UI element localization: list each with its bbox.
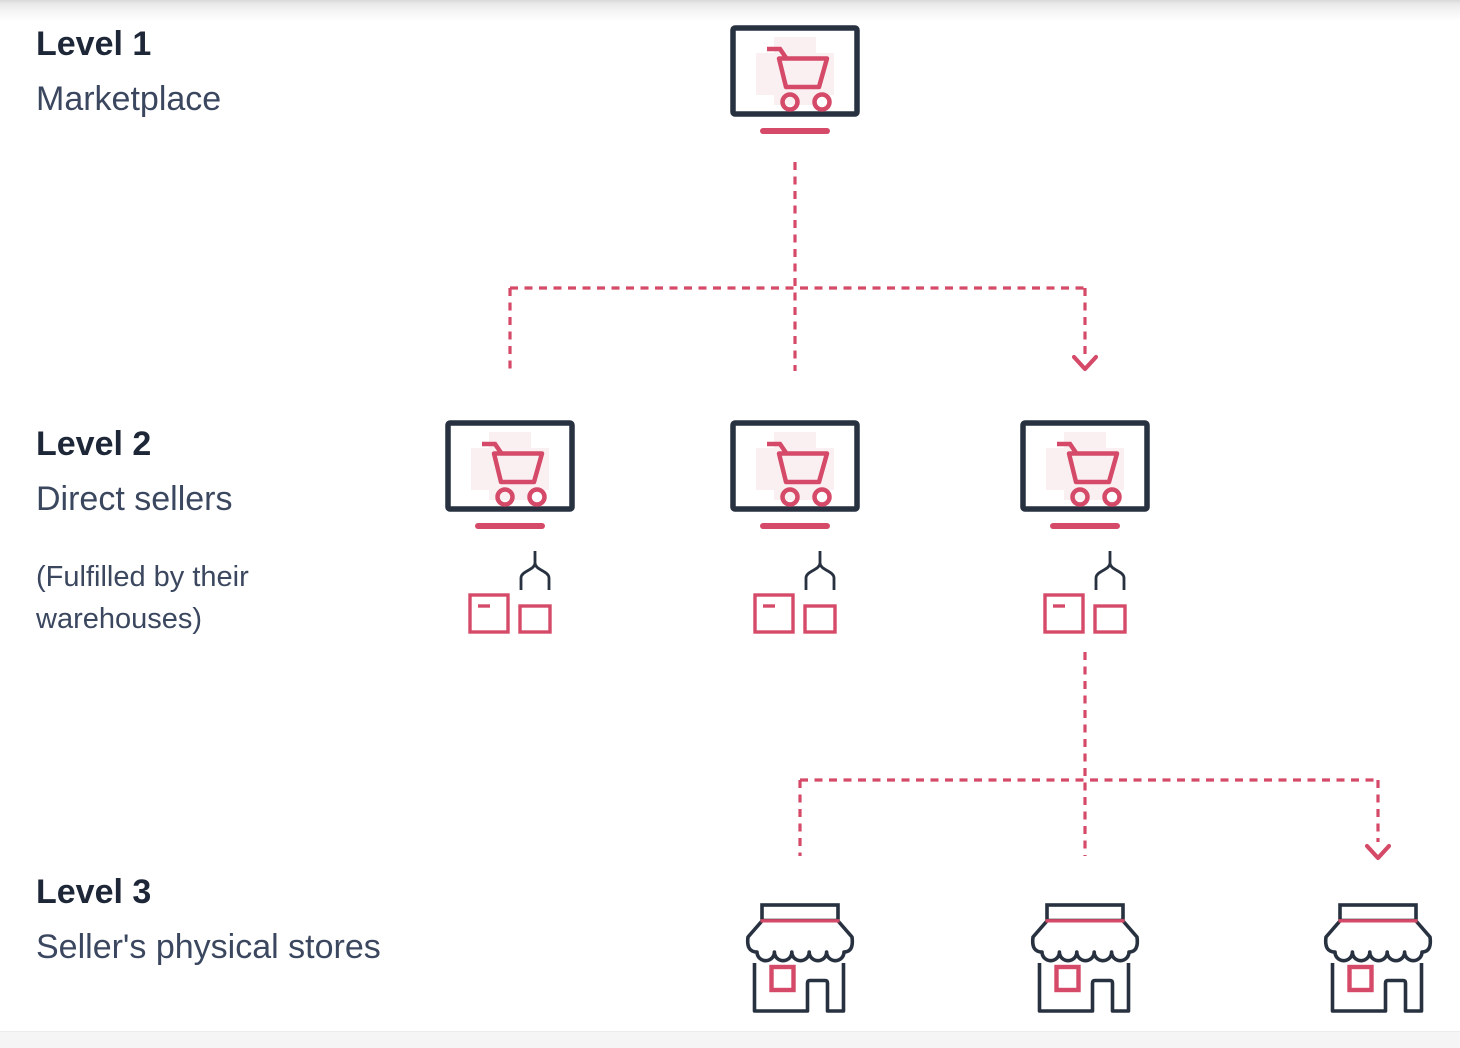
level-2-title: Level 2 — [36, 425, 152, 463]
level-1-label: Level 1 Marketplace — [36, 24, 221, 120]
level-2-label: Level 2 Direct sellers (Fulfilled by the… — [36, 424, 316, 640]
arrow-down-icon — [1364, 843, 1392, 861]
seller3-monitor-cart-icon — [1020, 420, 1150, 534]
connector-level1-to-level2 — [508, 162, 1087, 371]
bottom-strip — [0, 1031, 1460, 1048]
level-1-subtitle: Marketplace — [36, 80, 222, 118]
level-2-subtitle: Direct sellers — [36, 480, 233, 518]
marketplace-monitor-cart-icon — [730, 25, 860, 139]
seller1-monitor-cart-icon — [445, 420, 575, 534]
store2-storefront-icon — [1030, 903, 1140, 1013]
seller2-monitor-cart-icon — [730, 420, 860, 534]
level-3-subtitle: Seller's physical stores — [36, 928, 381, 966]
warehouse1-claw-boxes-icon — [468, 550, 554, 634]
store1-storefront-icon — [745, 903, 855, 1013]
arrow-down-icon — [1071, 354, 1099, 372]
level-1-title: Level 1 — [36, 25, 152, 63]
top-gradient — [0, 0, 1460, 24]
level-3-title: Level 3 — [36, 873, 152, 911]
level-2-note: (Fulfilled by their warehouses) — [36, 561, 249, 635]
connector-seller3-to-stores — [798, 652, 1380, 856]
warehouse2-claw-boxes-icon — [753, 550, 839, 634]
level-3-label: Level 3 Seller's physical stores — [36, 872, 381, 968]
store3-storefront-icon — [1323, 903, 1433, 1013]
warehouse3-claw-boxes-icon — [1043, 550, 1129, 634]
